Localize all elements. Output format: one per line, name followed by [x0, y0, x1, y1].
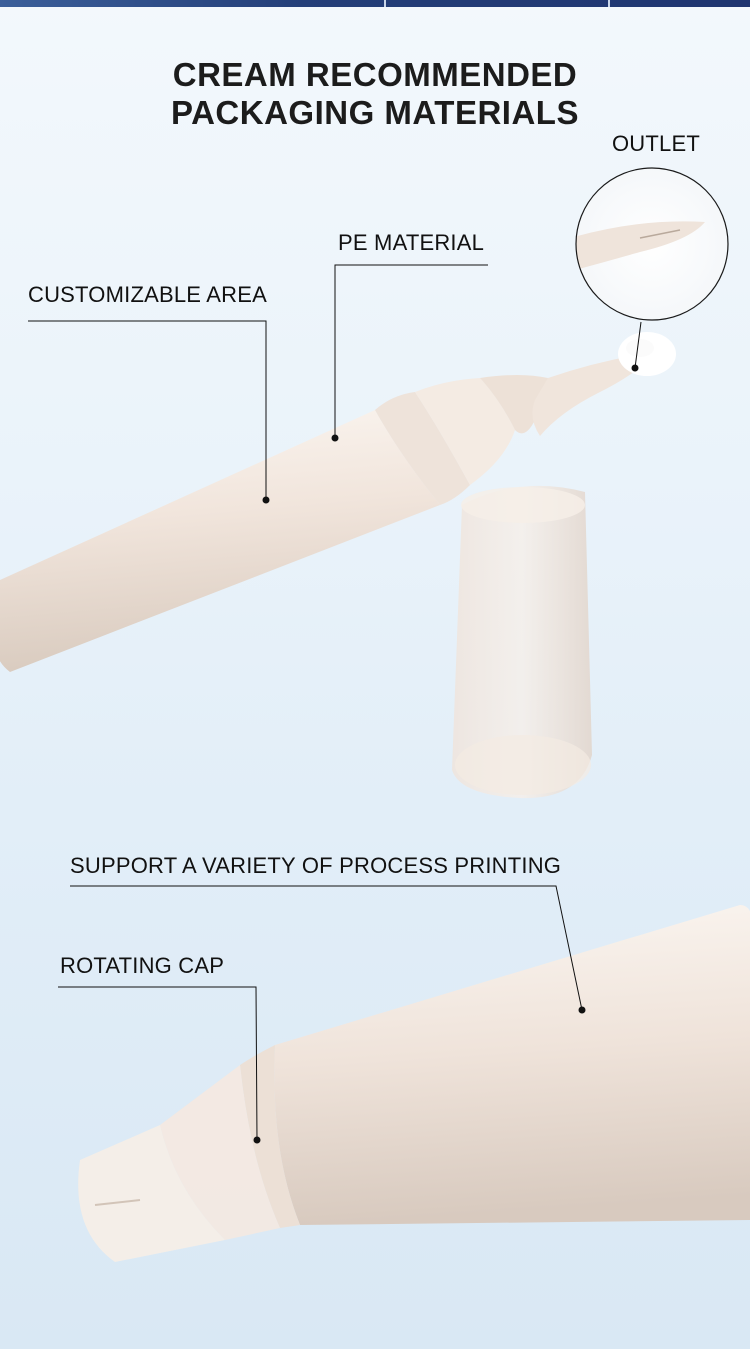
- label-process-printing: SUPPORT A VARIETY OF PROCESS PRINTING: [70, 853, 562, 878]
- cap-translucent: [452, 485, 592, 799]
- title-line-2: PACKAGING MATERIALS: [171, 94, 579, 131]
- tube-lower: [78, 905, 750, 1262]
- tube-upper: [0, 332, 676, 672]
- top-header-strip: [0, 0, 750, 7]
- label-pe-material: PE MATERIAL: [338, 230, 485, 255]
- strip-divider: [384, 0, 386, 7]
- strip-divider: [608, 0, 610, 7]
- outlet-zoom-circle: [575, 167, 729, 321]
- label-rotating-cap: ROTATING CAP: [60, 953, 225, 978]
- label-outlet: OUTLET: [612, 131, 700, 156]
- page-title: CREAM RECOMMENDED PACKAGING MATERIALS: [0, 56, 750, 132]
- title-line-1: CREAM RECOMMENDED: [172, 56, 578, 93]
- label-customizable-area: CUSTOMIZABLE AREA: [28, 282, 267, 307]
